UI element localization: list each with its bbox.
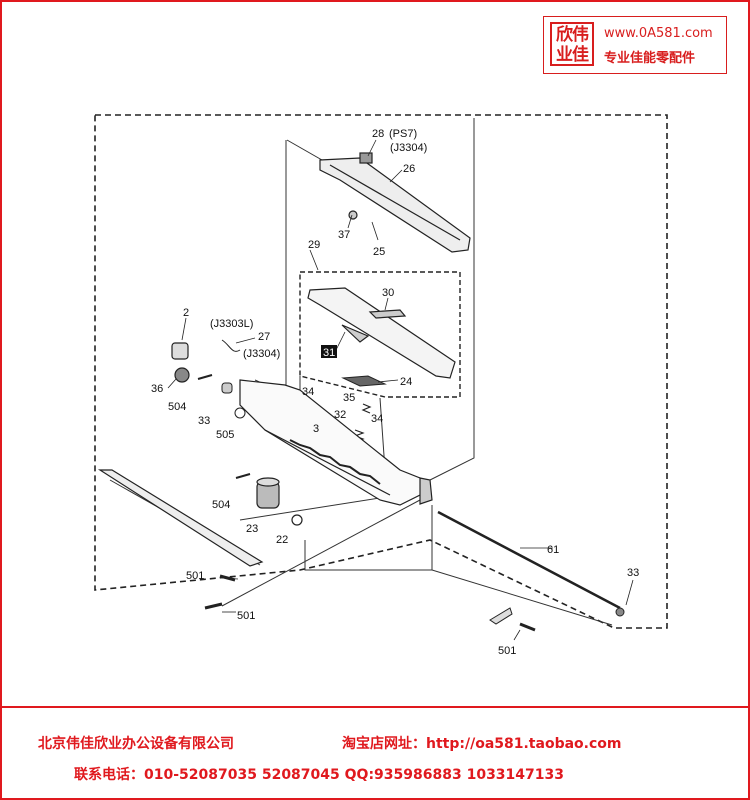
label-26: 26 xyxy=(403,163,415,175)
label-ps7: (PS7) xyxy=(389,128,417,140)
part-2-motor xyxy=(171,342,190,383)
label-j3304-mid: (J3304) xyxy=(243,348,280,360)
label-j3304-top: (J3304) xyxy=(390,142,427,154)
part-24 xyxy=(341,375,387,387)
label-3: 3 xyxy=(313,423,319,435)
label-34-left: 34 xyxy=(302,386,314,398)
label-32: 32 xyxy=(334,409,346,421)
label-j3303l: (J3303L) xyxy=(210,318,253,330)
contact-info: 联系电话：010-52087035 52087045 QQ:935986883 … xyxy=(74,767,564,783)
part-23-roller xyxy=(235,473,303,526)
part-29-tray xyxy=(307,287,456,379)
label-501-mid: 501 xyxy=(237,610,255,622)
dashed-subassembly-29 xyxy=(299,271,461,398)
label-33-left: 33 xyxy=(198,415,210,427)
label-504-lower: 504 xyxy=(212,499,230,511)
label-36: 36 xyxy=(151,383,163,395)
label-25: 25 xyxy=(373,246,385,258)
part-61-shaft xyxy=(437,510,625,617)
logo-slogan: 专业佳能零配件 xyxy=(604,51,696,66)
label-30: 30 xyxy=(382,287,394,299)
logo-url: www.0A581.com xyxy=(604,26,713,41)
label-28: 28 xyxy=(372,128,384,140)
shop-url[interactable]: 淘宝店网址：http://oa581.taobao.com xyxy=(342,736,622,752)
label-505: 505 xyxy=(216,429,234,441)
label-37: 37 xyxy=(338,229,350,241)
label-29: 29 xyxy=(308,239,320,251)
small-parts-left xyxy=(197,374,246,419)
leader-lines xyxy=(167,139,634,641)
exploded-parts-diagram: 28 (PS7) (J3304) 26 37 25 29 30 31 24 2 … xyxy=(94,114,668,657)
label-31-bg xyxy=(321,345,337,358)
label-35: 35 xyxy=(343,392,355,404)
label-24: 24 xyxy=(400,376,412,388)
part-26-rail xyxy=(319,152,471,253)
label-61: 61 xyxy=(547,544,559,556)
part-27-harness xyxy=(221,339,241,352)
label-27: 27 xyxy=(258,331,270,343)
label-22: 22 xyxy=(276,534,288,546)
label-33-right: 33 xyxy=(627,567,639,579)
brand-logo: 欣伟 业佳 www.0A581.com 专业佳能零配件 xyxy=(543,16,727,74)
logo-mark-line-2: 业佳 xyxy=(556,45,589,65)
company-name: 北京伟佳欣业办公设备有限公司 xyxy=(38,736,234,752)
main-frame xyxy=(239,379,433,506)
label-501-right: 501 xyxy=(498,645,516,657)
label-23: 23 xyxy=(246,523,258,535)
logo-mark-line-1: 欣伟 xyxy=(556,25,589,45)
label-2: 2 xyxy=(183,307,189,319)
long-bar xyxy=(97,469,264,567)
logo-mark: 欣伟 业佳 xyxy=(550,22,594,66)
footer-divider xyxy=(0,706,750,708)
label-501-left: 501 xyxy=(186,570,204,582)
label-34-right: 34 xyxy=(371,413,383,425)
label-31: 31 xyxy=(323,347,335,359)
label-504-upper: 504 xyxy=(168,401,186,413)
